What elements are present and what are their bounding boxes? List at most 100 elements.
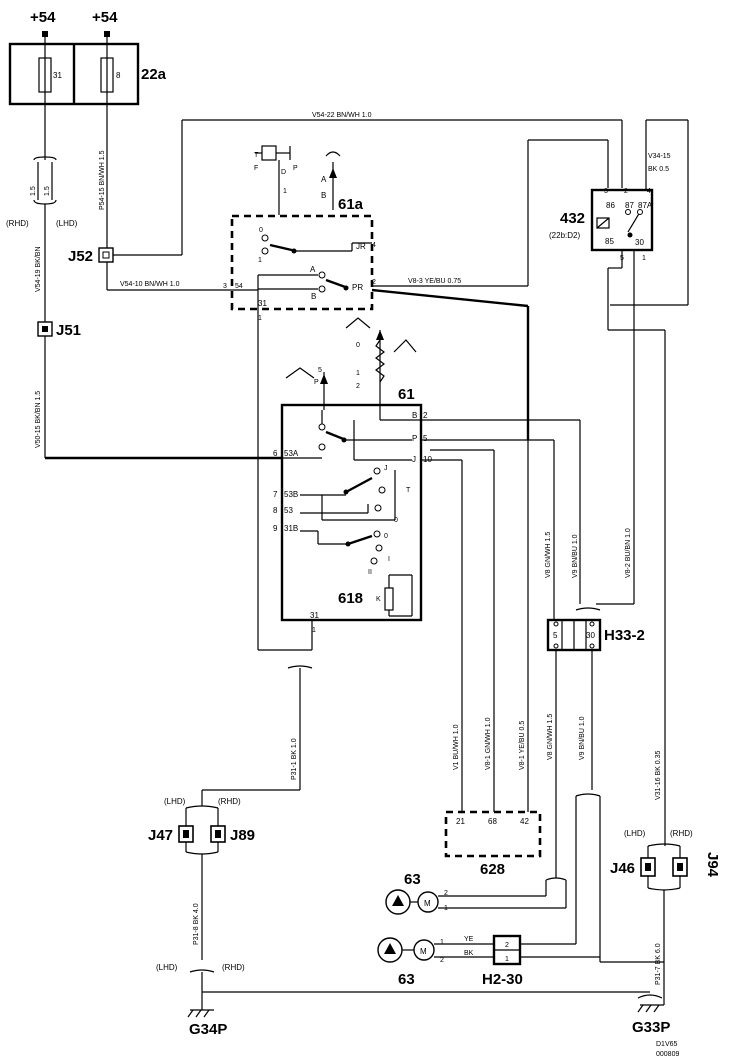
j94-label: J94 bbox=[704, 852, 721, 878]
ground-g33p-icon bbox=[637, 1004, 664, 1013]
supply-left-label: +54 bbox=[30, 9, 56, 26]
sw61-pos-j: J bbox=[384, 465, 388, 472]
motor-m-upper: M bbox=[424, 899, 431, 908]
switch-618-label: 618 bbox=[338, 590, 363, 607]
wire-size-lhd: 1.5 bbox=[44, 186, 51, 196]
label-rhd-1: (RHD) bbox=[6, 219, 29, 228]
term-31: 31 bbox=[258, 299, 267, 308]
sw61-term-b-num: 2 bbox=[423, 411, 428, 420]
term-jr: JR bbox=[356, 242, 366, 251]
h33-pin-30: 30 bbox=[586, 631, 595, 640]
pump-d: D bbox=[281, 169, 286, 176]
sw61-pos-ii: II bbox=[368, 569, 372, 576]
svg-text:B: B bbox=[321, 191, 326, 200]
sw61-pos-t: T bbox=[406, 487, 411, 494]
relay-pin-85: 85 bbox=[605, 237, 614, 246]
sw61-upper-p: P bbox=[314, 379, 319, 386]
wire-bk: BK bbox=[464, 950, 474, 957]
motor-icon-upper bbox=[417, 891, 439, 913]
splice-j89: J89 bbox=[210, 825, 255, 844]
switch-61a: 61a T D F P 1 A B 0 1 JR 4 A B PR bbox=[223, 145, 376, 640]
sw61-upper-1: 1 bbox=[356, 370, 360, 377]
switch-61-label: 61 bbox=[398, 386, 415, 403]
motor-63-upper: M 63 2 1 bbox=[385, 871, 566, 915]
supply-right-label: +54 bbox=[92, 9, 118, 26]
wire-bk-05: BK 0.5 bbox=[648, 166, 669, 173]
svg-text:2: 2 bbox=[444, 890, 448, 897]
m628-pin-68: 68 bbox=[488, 817, 497, 826]
motor-63-lower: M 63 1 2 YE BK bbox=[377, 936, 494, 988]
wire-ye: YE bbox=[464, 936, 474, 943]
wire-v8-1b: V8-1 YE/BU 0.5 bbox=[519, 721, 526, 770]
m628-pin-42: 42 bbox=[520, 817, 529, 826]
module-628: 21 68 42 628 bbox=[444, 810, 542, 878]
relay-term-4: 4 bbox=[647, 188, 651, 195]
label-lhd-1: (LHD) bbox=[56, 219, 78, 228]
sw61-31: 31 bbox=[310, 611, 319, 620]
label-a-top: A bbox=[321, 175, 327, 184]
wire-v8-gnwh: V8 GN/WH 1.5 bbox=[545, 532, 552, 578]
relay-432-location: (22b:D2) bbox=[549, 231, 580, 240]
sw61-pos-i: I bbox=[394, 501, 396, 508]
washer-pump-icon bbox=[261, 145, 277, 161]
switch-61: 61 618 5 P 0 1 2 B 2 P 5 J 10 6 53A 7 53… bbox=[273, 317, 432, 634]
wire-v54-10: V54-10 BN/WH 1.0 bbox=[120, 281, 180, 288]
sw61-term-j: J bbox=[412, 455, 416, 464]
sw61-53: 53 bbox=[284, 506, 293, 515]
wire-size-rhd: 1.5 bbox=[30, 186, 37, 196]
svg-text:1: 1 bbox=[440, 939, 444, 946]
sw61-9: 9 bbox=[273, 524, 278, 533]
sw61-pos-0a: 0 bbox=[394, 517, 398, 524]
j89-label: J89 bbox=[230, 827, 255, 844]
term-1: 1 bbox=[258, 315, 262, 322]
term-pr: PR bbox=[352, 283, 363, 292]
relay-pin-86: 86 bbox=[606, 201, 615, 210]
ground-g34p-icon bbox=[187, 1009, 214, 1018]
pump-f: F bbox=[254, 165, 258, 172]
h33-2-label: H33-2 bbox=[604, 627, 645, 644]
ground-g34p-label: G34P bbox=[189, 1021, 227, 1038]
fuse-box-id: 22a bbox=[141, 66, 167, 83]
wiper-icon-left bbox=[285, 367, 315, 379]
wire-p31-7: P31-7 BK 6.0 bbox=[655, 943, 662, 985]
wire-v9-bnbu: V9 BN/BU 1.0 bbox=[572, 534, 579, 578]
fuse-8-label: 8 bbox=[116, 71, 121, 80]
sw61-k: K bbox=[376, 596, 381, 603]
splice-j52: J52 bbox=[68, 247, 114, 265]
wiper-icon-right bbox=[393, 339, 417, 353]
label-lhd-g34: (LHD) bbox=[156, 963, 178, 972]
fuse-box-22a: +54 +54 31 8 22a bbox=[8, 9, 167, 106]
relay-pin-30: 30 bbox=[635, 238, 644, 247]
j46-label: J46 bbox=[610, 860, 635, 877]
wire-v50-15: V50-15 BK/BN 1.5 bbox=[35, 391, 42, 448]
relay-432-label: 432 bbox=[560, 210, 585, 227]
sw61-term-p: P bbox=[412, 434, 417, 443]
wire-p31-1: P31-1 BK 1.0 bbox=[291, 738, 298, 780]
j52-label: J52 bbox=[68, 248, 93, 265]
motor-m-lower: M bbox=[420, 947, 427, 956]
sw61-pos-i2: I bbox=[388, 556, 390, 563]
label-rhd-j94: (RHD) bbox=[670, 829, 693, 838]
connector-h2-30: 2 1 H2-30 bbox=[482, 934, 523, 988]
relay-pin-87a: 87A bbox=[638, 201, 653, 210]
sw61-upper-2: 2 bbox=[356, 383, 360, 390]
relay-pin-87: 87 bbox=[625, 201, 634, 210]
term-3: 3 bbox=[223, 283, 227, 290]
term-54: 54 bbox=[235, 283, 243, 290]
wire-v8-1: V8-1 GN/WH 1.0 bbox=[485, 717, 492, 770]
sw61-1: 1 bbox=[312, 627, 316, 634]
splice-j51: J51 bbox=[37, 321, 81, 339]
relay-term-1: 1 bbox=[642, 255, 646, 262]
label-rhd-g34: (RHD) bbox=[222, 963, 245, 972]
diagram-ref: D1V65 bbox=[656, 1041, 678, 1048]
wire-p54-15: P54-15 BN/WH 1.5 bbox=[99, 150, 106, 210]
washer-nozzle-icon bbox=[325, 151, 341, 157]
splice-j46: J46 bbox=[610, 857, 656, 877]
h33-pin-5: 5 bbox=[553, 631, 558, 640]
pos-0: 0 bbox=[259, 227, 263, 234]
ground-g33p-label: G33P bbox=[632, 1019, 670, 1036]
wiper-icon-mid bbox=[345, 317, 371, 329]
relay-term-3: 3 bbox=[604, 188, 608, 195]
m628-pin-21: 21 bbox=[456, 817, 465, 826]
